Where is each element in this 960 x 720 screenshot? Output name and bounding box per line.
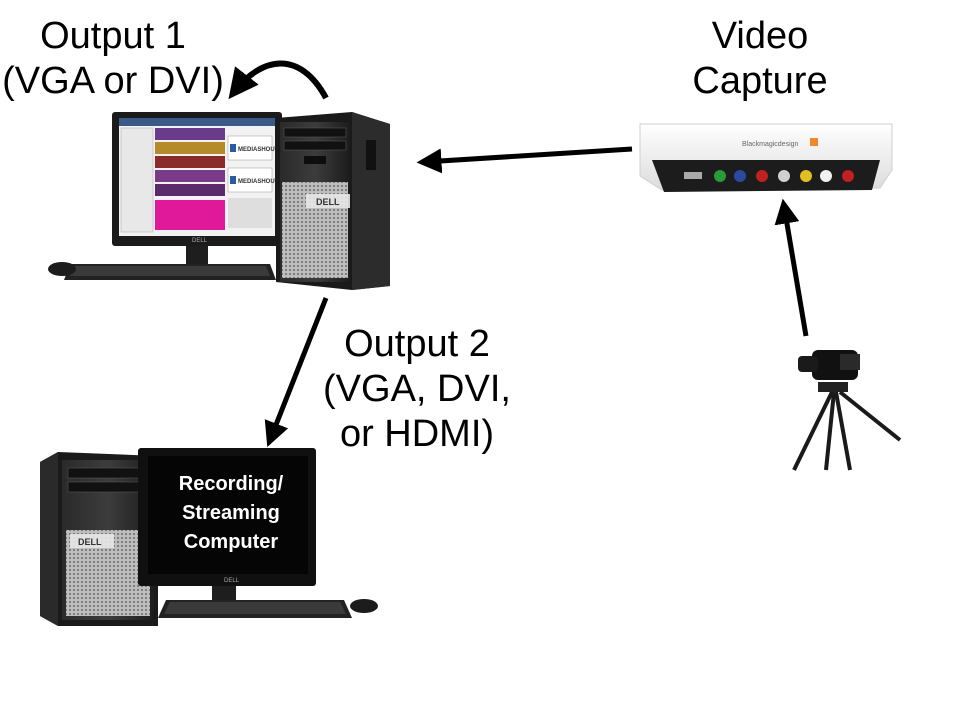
main-mouse [48, 262, 76, 276]
label-recording-line3: Computer [183, 531, 279, 553]
recording-monitor-brand: DELL [224, 578, 240, 584]
label-recording-computer: Recording/ Streaming Computer [160, 470, 302, 557]
main-monitor-brand: DELL [192, 238, 208, 244]
main-monitor: MEDIASHOUT MEDIASHOUT DELL [112, 112, 282, 276]
main-keyboard [64, 264, 276, 280]
label-video-capture: Video Capture [660, 14, 860, 104]
label-output1-line2: (VGA or DVI) [2, 59, 224, 102]
label-recording-line1: Recording/ [178, 473, 284, 495]
label-video-capture-line1: Video [711, 15, 809, 57]
recording-tower-brand: DELL [78, 537, 102, 547]
arrow-camera-to-capture [774, 198, 809, 337]
label-output2: Output 2 (VGA, DVI, or HDMI) [300, 322, 534, 456]
camera-tripod [792, 350, 902, 471]
recording-monitor: DELL [138, 448, 316, 604]
recording-keyboard [158, 600, 352, 618]
main-tower-brand: DELL [316, 197, 340, 207]
arrow-output1 [228, 60, 329, 100]
main-tower: DELL [276, 112, 390, 290]
arrow-output2 [264, 297, 329, 447]
capture-brand: Blackmagicdesign [742, 141, 799, 148]
label-output1: Output 1 (VGA or DVI) [0, 14, 226, 104]
label-video-capture-line2: Capture [692, 59, 828, 102]
recording-computer: DELL DELL [40, 448, 378, 626]
label-output2-line1: Output 2 [344, 323, 490, 365]
app-name-2: MEDIASHOUT [238, 179, 279, 185]
label-output2-line3: or HDMI) [339, 412, 495, 455]
label-output2-line2: (VGA, DVI, [323, 367, 511, 410]
arrow-capture-to-computer [416, 146, 633, 174]
label-output1-line1: Output 1 [40, 15, 186, 57]
video-capture-device: Blackmagicdesign [639, 123, 893, 192]
recording-mouse [350, 599, 378, 613]
label-recording-line2: Streaming [182, 502, 280, 524]
main-computer: MEDIASHOUT MEDIASHOUT DELL DELL [48, 112, 390, 290]
app-name: MEDIASHOUT [238, 147, 279, 153]
